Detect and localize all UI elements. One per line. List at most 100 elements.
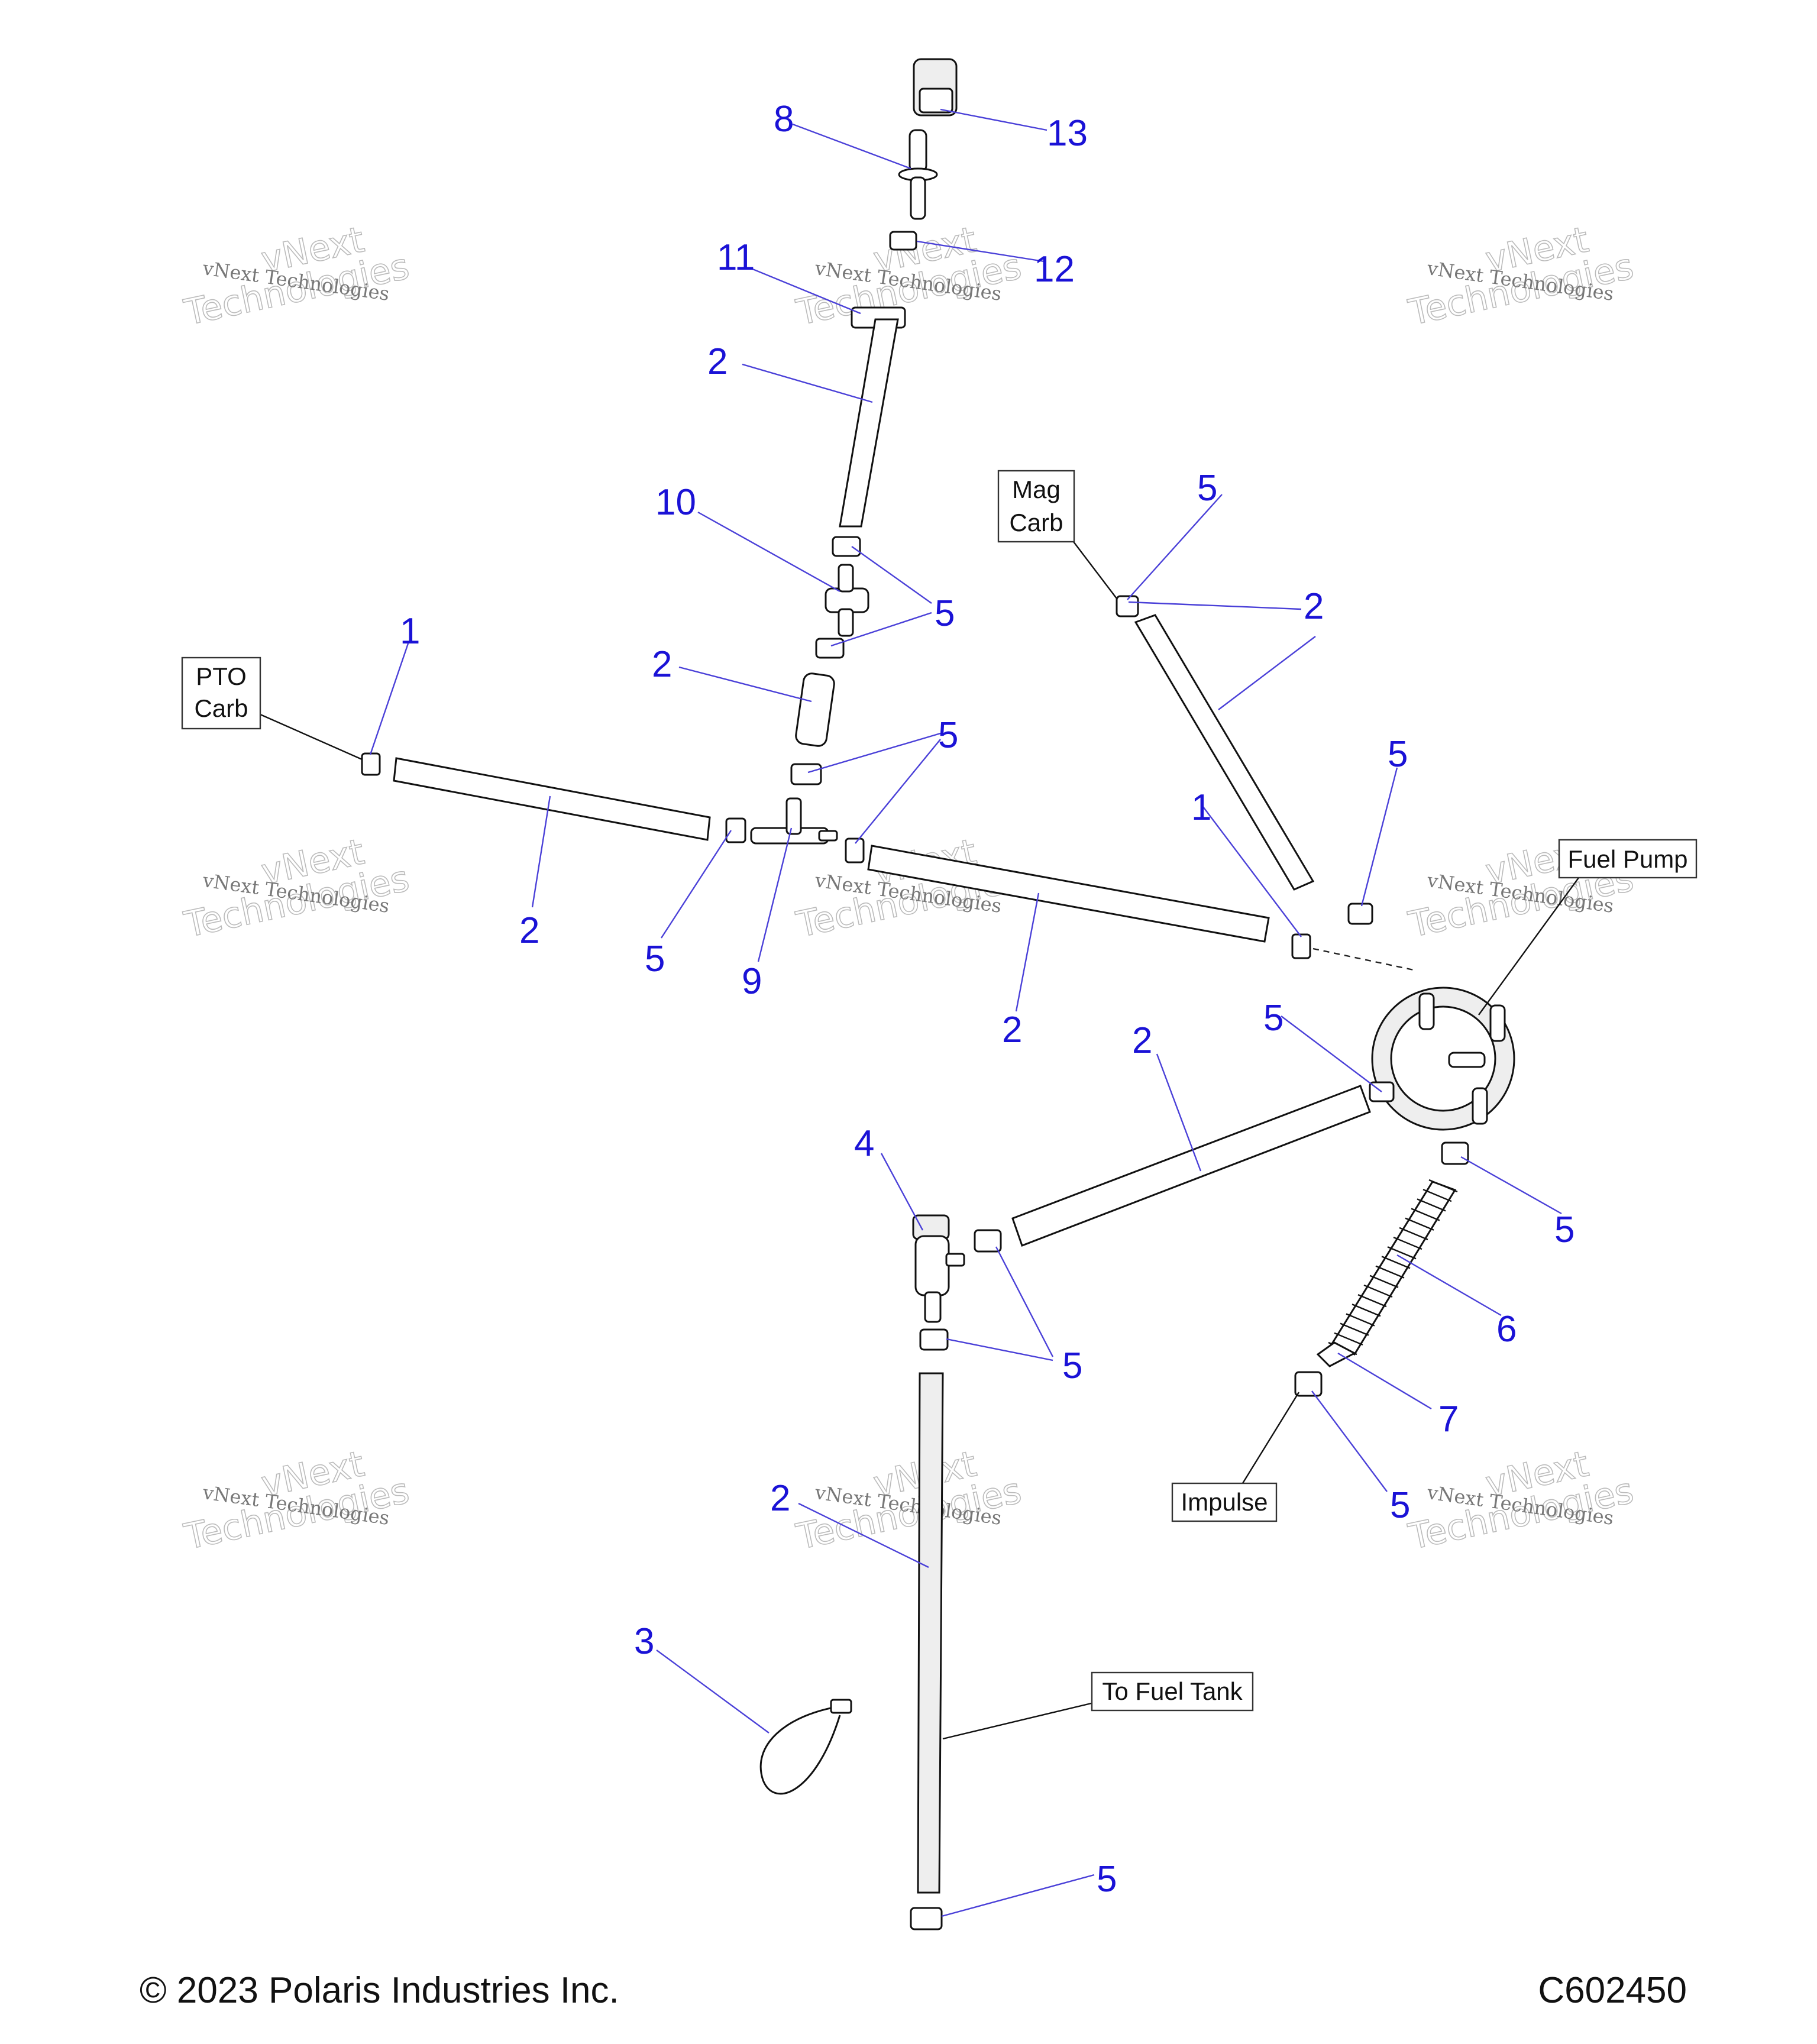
part-8-fitting: [898, 129, 938, 220]
label-mag-carb: Mag Carb: [997, 470, 1075, 543]
callout-2: 2: [770, 1478, 790, 1519]
label-impulse: Impulse: [1171, 1482, 1278, 1522]
bellows-rib: [1381, 1256, 1411, 1269]
bellows-rib: [1417, 1198, 1446, 1212]
part-1-right-clamp: [1291, 933, 1311, 959]
label-fuel-pump: Fuel Pump: [1558, 839, 1698, 879]
callout-13: 13: [1047, 113, 1088, 154]
bellows-rib: [1369, 1275, 1399, 1288]
bellows-rib: [1334, 1332, 1363, 1346]
callout-5: 5: [1263, 998, 1283, 1039]
part-5-mag-clamp: [1116, 595, 1139, 617]
part-5-right-tee-clamp: [845, 837, 865, 863]
part-5-valve-bottom-clamp: [919, 1328, 949, 1351]
part-12-clamp: [889, 231, 917, 251]
part-7-pulse-line: [1316, 1341, 1357, 1367]
part-5-left-tee-clamp: [725, 817, 746, 843]
label-leader-lines: [260, 541, 1581, 1740]
bellows-rib: [1387, 1246, 1417, 1260]
callout-4: 4: [854, 1123, 874, 1164]
svg-text:Impulse: Impulse: [1181, 1488, 1268, 1516]
part-3-cable-tie: [759, 1699, 852, 1795]
part-2-right-hose: [867, 845, 1270, 943]
callout-5: 5: [938, 715, 958, 756]
callout-5: 5: [1062, 1346, 1082, 1386]
part-4-shutoff-valve: [912, 1214, 965, 1323]
bellows-rib: [1399, 1227, 1428, 1240]
dashed-connection-line: [1312, 947, 1414, 971]
part-2-upper-hose: [839, 318, 899, 528]
bellows-rib: [1375, 1265, 1405, 1279]
part-9-tee: [750, 797, 838, 845]
label-to-fuel-tank: To Fuel Tank: [1091, 1671, 1254, 1712]
callout-5: 5: [1554, 1209, 1574, 1250]
leader-lines: [369, 108, 1562, 1917]
part-5-impulse-clamp: [1294, 1371, 1323, 1397]
bellows-rib: [1363, 1284, 1393, 1298]
part-13-connector: [913, 58, 958, 117]
fuel-pump: [1371, 987, 1515, 1131]
callout-1: 1: [1191, 787, 1211, 828]
part-1-left-clamp: [361, 752, 381, 776]
copyright-text: © 2023 Polaris Industries Inc.: [140, 1970, 619, 2011]
callout-2: 2: [1304, 586, 1324, 627]
part-5-clamp-a: [832, 536, 861, 557]
part-2-left-hose: [393, 757, 711, 841]
part-5-clamp-c: [790, 763, 822, 785]
callout-5: 5: [935, 593, 955, 634]
callout-10: 10: [655, 482, 696, 523]
label-pto-carb: PTO Carb: [181, 656, 261, 730]
part-2-short-hose: [795, 672, 835, 747]
svg-text:Fuel Pump: Fuel Pump: [1567, 845, 1687, 873]
bellows-ribs: [1328, 1179, 1458, 1356]
callout-2: 2: [652, 644, 672, 685]
bellows-rib: [1405, 1217, 1434, 1231]
part-5-valve-right-clamp: [974, 1229, 1002, 1253]
part-2-mag-hose: [1134, 614, 1315, 891]
callout-numbers: 13 8 12 11 2 10 5 2 5 1 2 5 9 2 1 5 2 5 …: [400, 99, 1574, 1900]
callout-11: 11: [717, 237, 755, 278]
bellows-rib: [1428, 1179, 1458, 1193]
bellows-rib: [1393, 1236, 1422, 1250]
drawing-number: C602450: [1538, 1970, 1687, 2011]
part-2-pump-hose: [1011, 1085, 1371, 1247]
callout-3: 3: [634, 1621, 654, 1662]
callout-9: 9: [742, 961, 762, 1002]
callout-5: 5: [1197, 468, 1217, 509]
callout-8: 8: [774, 99, 794, 140]
bellows-rib: [1352, 1304, 1381, 1317]
callout-2: 2: [1132, 1020, 1152, 1061]
part-5-bottom-clamp: [910, 1907, 943, 1930]
part-5-mag-lower-clamp: [1347, 903, 1373, 925]
callout-12: 12: [1034, 249, 1075, 290]
callout-7: 7: [1438, 1399, 1459, 1440]
callout-1: 1: [400, 611, 420, 652]
callout-5: 5: [1390, 1485, 1410, 1526]
part-10-check-valve: [825, 564, 869, 637]
svg-text:Mag: Mag: [1012, 476, 1061, 503]
callout-2: 2: [1002, 1010, 1022, 1050]
callout-5: 5: [1097, 1859, 1117, 1900]
part-2-fuel-tank-hose: [917, 1372, 944, 1894]
svg-text:Carb: Carb: [1009, 509, 1063, 536]
bellows-rib: [1346, 1313, 1375, 1327]
part-5-bellows-top-clamp: [1441, 1141, 1469, 1165]
svg-text:Carb: Carb: [194, 694, 248, 722]
svg-text:PTO: PTO: [196, 662, 247, 690]
callout-2: 2: [707, 341, 728, 382]
svg-text:To Fuel Tank: To Fuel Tank: [1102, 1677, 1243, 1705]
bellows-rib: [1340, 1322, 1369, 1336]
bellows-rib: [1422, 1189, 1452, 1202]
callout-2: 2: [519, 910, 539, 951]
part-5-clamp-b: [815, 638, 845, 659]
bellows-rib: [1357, 1294, 1387, 1308]
bellows-rib: [1411, 1208, 1440, 1221]
callout-5: 5: [1388, 734, 1408, 775]
